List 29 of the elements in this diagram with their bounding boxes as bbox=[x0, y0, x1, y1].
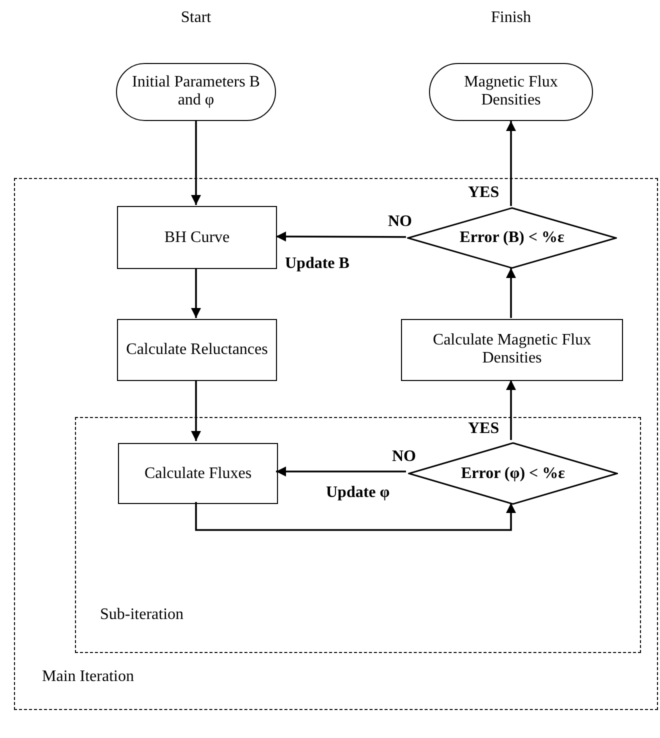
region-label: Main Iteration bbox=[42, 668, 134, 686]
caption-text: Start bbox=[180, 9, 212, 28]
node-label: Magnetic Flux Densities bbox=[463, 74, 559, 110]
note-text: Update φ bbox=[326, 484, 390, 502]
arrow bbox=[191, 380, 201, 441]
process-box bbox=[117, 206, 277, 269]
node-label: Calculate Reluctances bbox=[125, 340, 269, 360]
region-label: Sub-iteration bbox=[100, 606, 184, 624]
iteration-region bbox=[75, 417, 641, 653]
arrow bbox=[276, 232, 406, 242]
note-text: Update B bbox=[285, 255, 350, 273]
node-label: Calculate Fluxes bbox=[143, 464, 253, 483]
caption-text: Finish bbox=[490, 9, 532, 28]
process-box bbox=[401, 319, 623, 381]
arrow bbox=[191, 268, 201, 318]
arrow bbox=[191, 121, 201, 205]
arrow bbox=[506, 121, 516, 206]
process-box bbox=[118, 443, 278, 504]
node-label: Initial Parameters B and φ bbox=[131, 74, 261, 110]
arrow bbox=[276, 466, 406, 476]
arrow bbox=[506, 380, 516, 440]
iteration-region bbox=[14, 178, 658, 710]
node-label: Error (B) < %ε bbox=[458, 228, 566, 248]
arrow bbox=[506, 268, 516, 318]
node-label: Calculate Magnetic Flux Densities bbox=[432, 332, 592, 368]
process-box bbox=[117, 319, 277, 381]
node-label: BH Curve bbox=[163, 228, 231, 247]
node-label: Error (φ) < %ε bbox=[460, 464, 566, 483]
arrow bbox=[195, 502, 516, 531]
